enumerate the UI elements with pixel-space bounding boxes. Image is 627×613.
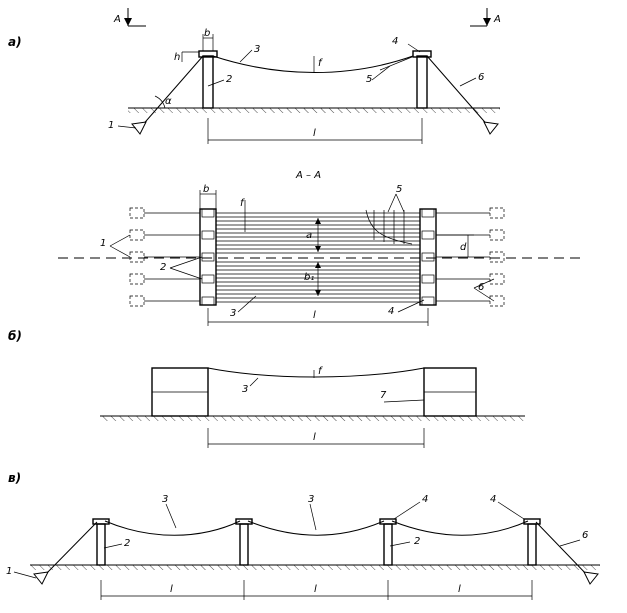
cable-b	[207, 367, 425, 378]
dim-l-v-2: l	[314, 584, 317, 595]
anchor-v-left	[33, 571, 49, 585]
plan-callout-4: 4	[388, 306, 394, 317]
callout-5: 5	[366, 74, 372, 85]
angle-label: α	[165, 96, 172, 107]
beam-left	[199, 208, 217, 306]
callout-v-4b: 4	[490, 494, 496, 505]
section-b: б) f 3 7 l	[8, 329, 525, 448]
section-aa-plan: A – A	[58, 170, 580, 326]
callout-1: 1	[108, 120, 114, 131]
post-v-3	[383, 523, 393, 566]
cable-v-1	[104, 520, 241, 536]
post-v-2	[239, 523, 249, 566]
plan-dim-b: b	[203, 184, 209, 195]
cross-cables	[365, 209, 413, 245]
plan-dim-l: l	[313, 310, 316, 321]
cut-marker-left: A	[113, 8, 146, 27]
section-aa-title: A – A	[295, 170, 321, 181]
post-cap-left	[198, 50, 218, 58]
dim-l-v-1: l	[170, 584, 173, 595]
dim-b-label: b	[204, 28, 210, 39]
dim-h-label: h	[174, 52, 180, 63]
cable-end-detail	[379, 56, 413, 71]
guy-wire-left	[139, 55, 204, 129]
callout-v-1: 1	[6, 566, 12, 577]
anchor-right	[483, 121, 499, 135]
plan-callout-5: 5	[396, 184, 402, 195]
callout-v-3b: 3	[308, 494, 314, 505]
callout-v-4a: 4	[422, 494, 428, 505]
dim-l-label: l	[313, 128, 316, 139]
guy-wire-right	[426, 55, 491, 129]
post-left	[202, 55, 214, 109]
anchors-left	[129, 207, 215, 307]
plan-dim-b1: b₁	[304, 272, 314, 283]
cut-marker-right: A	[470, 8, 501, 27]
callout-6: 6	[478, 72, 484, 83]
cable-v-3	[391, 520, 529, 536]
dim-f-b: f	[318, 366, 323, 377]
beam-right	[419, 208, 437, 306]
post-v-1	[96, 523, 106, 566]
plan-callout-6: 6	[478, 282, 484, 293]
section-b-label: б)	[8, 329, 22, 343]
callout-v-2b: 2	[414, 536, 420, 547]
callout-3-b: 3	[242, 384, 248, 395]
plan-callout-2: 2	[160, 262, 166, 273]
post-right	[416, 55, 428, 109]
callout-2: 2	[226, 74, 232, 85]
section-v: в) 3 3 4 4 2 2 6 1	[6, 471, 600, 600]
post-v-4	[527, 523, 537, 566]
callout-v-3a: 3	[162, 494, 168, 505]
ground-hatch-v	[30, 565, 600, 570]
plan-callout-1: 1	[100, 238, 106, 249]
plan-callout-3: 3	[230, 308, 236, 319]
plan-dim-a: a	[306, 230, 312, 241]
plan-dim-f: f	[240, 198, 245, 209]
callout-v-2a: 2	[124, 538, 130, 549]
callout-v-6: 6	[582, 530, 588, 541]
callout-4: 4	[392, 36, 398, 47]
section-v-label: в)	[8, 471, 21, 485]
callout-3: 3	[254, 44, 260, 55]
ground-hatch	[128, 108, 500, 113]
post-cap-right	[412, 50, 432, 58]
section-a-label: а)	[8, 35, 22, 49]
dim-l-b: l	[313, 432, 316, 443]
cable	[212, 55, 414, 73]
anchor-left	[131, 121, 147, 135]
cut-label-left: A	[113, 14, 121, 25]
callout-7-b: 7	[380, 390, 387, 401]
section-a-elevation: а) A A α	[8, 8, 501, 144]
cut-label-right: A	[493, 14, 501, 25]
dim-f-label: f	[318, 58, 323, 69]
anchors-right	[421, 207, 505, 307]
plan-dim-d: d	[460, 242, 467, 253]
anchor-v-right	[583, 571, 599, 585]
ground-hatch-b	[100, 416, 525, 421]
cable-v-2	[247, 520, 385, 536]
dim-l-v-3: l	[458, 584, 461, 595]
angle-arc	[154, 95, 166, 109]
